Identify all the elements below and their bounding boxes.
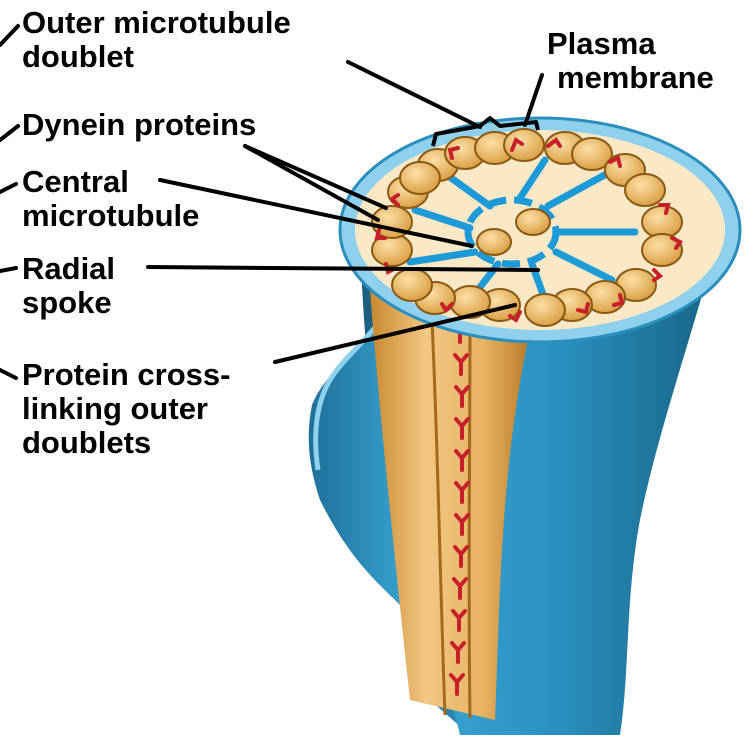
label-line: Central	[22, 165, 199, 199]
label-line: doublets	[22, 426, 230, 460]
label-central-microtubule: Central microtubule	[22, 165, 199, 233]
label-line: Outer microtubule	[22, 6, 291, 40]
central-microtubule-right	[516, 209, 550, 235]
label-plasma-membrane: Plasma membrane	[545, 27, 714, 95]
label-radial-spoke: Radial spoke	[22, 252, 115, 320]
label-line: spoke	[22, 286, 115, 320]
label-line: Radial	[22, 252, 115, 286]
label-line: Plasma	[545, 27, 714, 61]
label-outer-microtubule-doublet: Outer microtubule doublet	[22, 6, 291, 74]
axoneme-stripe	[469, 320, 470, 718]
leader-left-3	[0, 184, 16, 192]
label-dynein-proteins: Dynein proteins	[22, 108, 256, 142]
label-line: Protein cross-	[22, 358, 230, 392]
leader-left-5	[0, 370, 16, 378]
label-line: microtubule	[22, 199, 199, 233]
central-microtubule-left	[477, 229, 511, 255]
leader-left-4	[0, 268, 16, 271]
leader-left-1	[0, 26, 18, 45]
label-protein-crosslinking: Protein cross- linking outer doublets	[22, 358, 230, 460]
label-line: Dynein proteins	[22, 108, 256, 142]
leader-left-2	[0, 126, 18, 140]
label-line: linking outer	[22, 392, 230, 426]
leader-outer-doublet	[348, 62, 480, 127]
label-line: membrane	[557, 61, 714, 95]
label-line: doublet	[22, 40, 291, 74]
